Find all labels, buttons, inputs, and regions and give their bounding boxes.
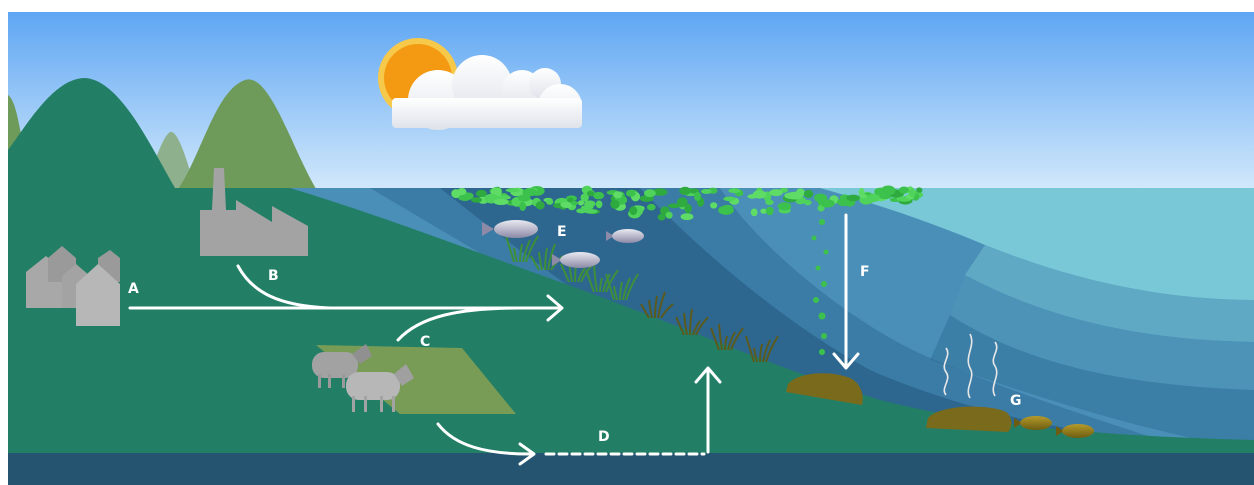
fish-icon [606,229,644,243]
arrow-c [396,306,522,342]
pasture [316,345,516,414]
fish-icon [552,252,600,268]
label-a: A [128,281,139,297]
sheep-icon [312,344,372,388]
label-g: G [1010,393,1022,409]
house-icon [76,264,120,326]
sinking-algae-particles [811,219,829,355]
label-f: F [860,264,870,280]
label-d: D [598,429,610,445]
algae-bloom [451,185,923,221]
gas-bubble-icon [943,333,998,399]
flow-arrows [128,213,860,466]
label-b: B [268,268,279,284]
label-c: C [420,334,430,350]
arrow-d-curve [436,422,532,456]
sediment-mound [926,406,1012,432]
sheep-icon [346,364,414,412]
cloud-icon [392,55,582,130]
houses [26,246,120,326]
factory-icon [200,168,308,256]
fish-icon [1014,416,1052,430]
sediment-mound [786,373,863,405]
label-e: E [557,224,567,240]
fish-icon [1056,424,1094,438]
fish-icon [482,220,538,238]
arrow-b [236,264,332,310]
bedrock [8,453,1254,485]
